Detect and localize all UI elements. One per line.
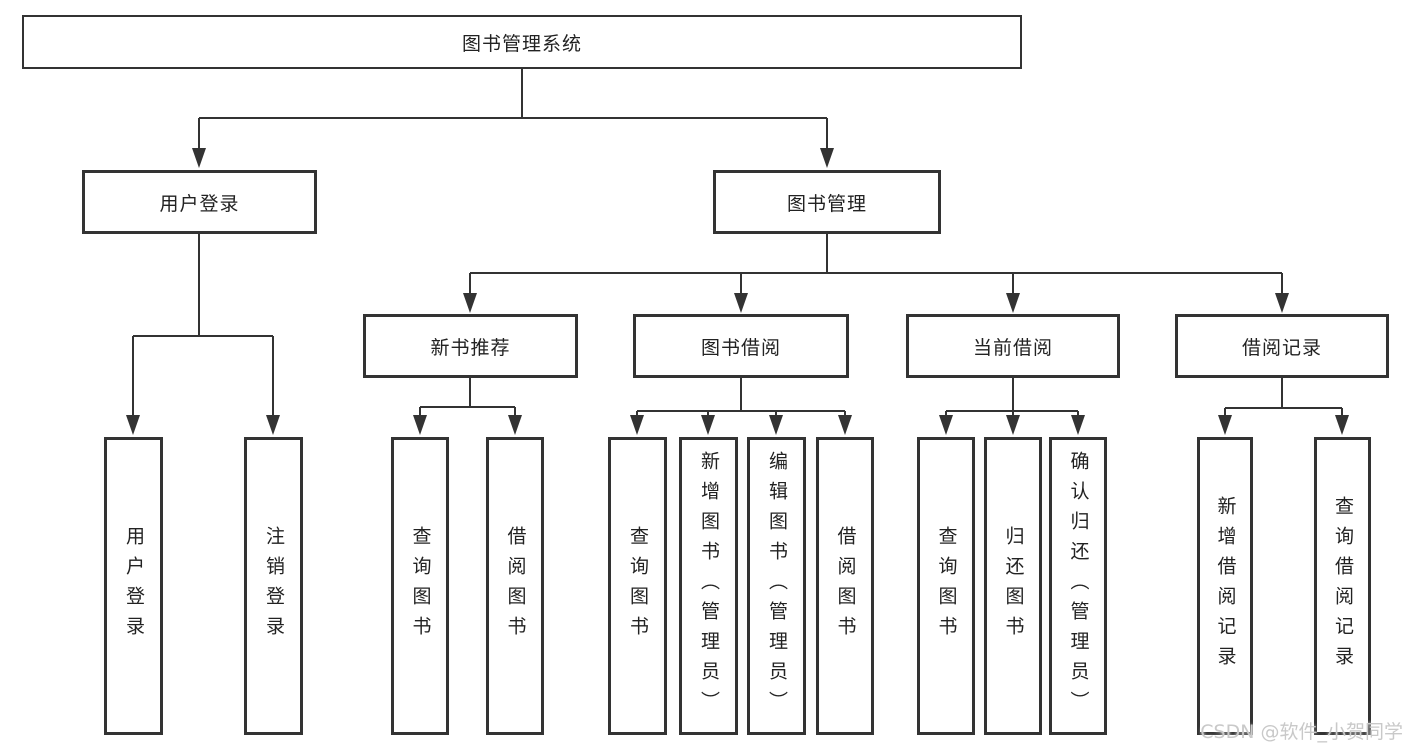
csdn-watermark: CSDN @软件_小贺同学 bbox=[1200, 721, 1403, 743]
node-root-system: 图书管理系统 bbox=[22, 15, 1022, 69]
arrowheads-new-books-children bbox=[413, 415, 522, 435]
leaf-borrow-query-books: 查询图书 bbox=[608, 437, 667, 735]
connector-book-mgmt-children bbox=[469, 234, 1283, 294]
connector-new-books-children bbox=[419, 378, 516, 416]
leaf-borrow-add-books-admin: 新增图书（管理员） bbox=[679, 437, 738, 735]
arrowheads-current-borrow-children bbox=[939, 415, 1085, 435]
arrowheads-book-mgmt-children bbox=[463, 293, 1289, 313]
leaf-logout: 注销登录 bbox=[244, 437, 303, 735]
arrowheads-borrow-records-children bbox=[1218, 415, 1349, 435]
node-current-borrow: 当前借阅 bbox=[906, 314, 1120, 378]
arrowheads-book-borrow-children bbox=[630, 415, 852, 435]
node-new-book-recommend: 新书推荐 bbox=[363, 314, 578, 378]
leaf-records-add-record: 新增借阅记录 bbox=[1197, 437, 1253, 735]
leaf-current-return-books: 归还图书 bbox=[984, 437, 1042, 735]
leaf-current-query-books: 查询图书 bbox=[917, 437, 975, 735]
leaf-newbooks-borrow-books: 借阅图书 bbox=[486, 437, 544, 735]
leaf-borrow-edit-books-admin: 编辑图书（管理员） bbox=[747, 437, 806, 735]
connector-root-to-level2 bbox=[198, 69, 828, 150]
leaf-borrow-borrow-books: 借阅图书 bbox=[816, 437, 874, 735]
connector-borrow-records-children bbox=[1224, 378, 1343, 416]
leaf-newbooks-query-books: 查询图书 bbox=[391, 437, 449, 735]
node-borrow-records: 借阅记录 bbox=[1175, 314, 1389, 378]
node-book-management: 图书管理 bbox=[713, 170, 941, 234]
leaf-current-confirm-return-admin: 确认归还（管理员） bbox=[1049, 437, 1107, 735]
leaf-records-query-record: 查询借阅记录 bbox=[1314, 437, 1371, 735]
connector-book-borrow-children bbox=[636, 378, 846, 416]
arrowheads-level2 bbox=[192, 148, 834, 168]
connector-user-login-children bbox=[132, 234, 274, 417]
arrowheads-user-login-children bbox=[126, 415, 280, 435]
node-user-login: 用户登录 bbox=[82, 170, 317, 234]
node-book-borrow: 图书借阅 bbox=[633, 314, 849, 378]
connector-current-borrow-children bbox=[945, 378, 1079, 416]
leaf-user-login: 用户登录 bbox=[104, 437, 163, 735]
